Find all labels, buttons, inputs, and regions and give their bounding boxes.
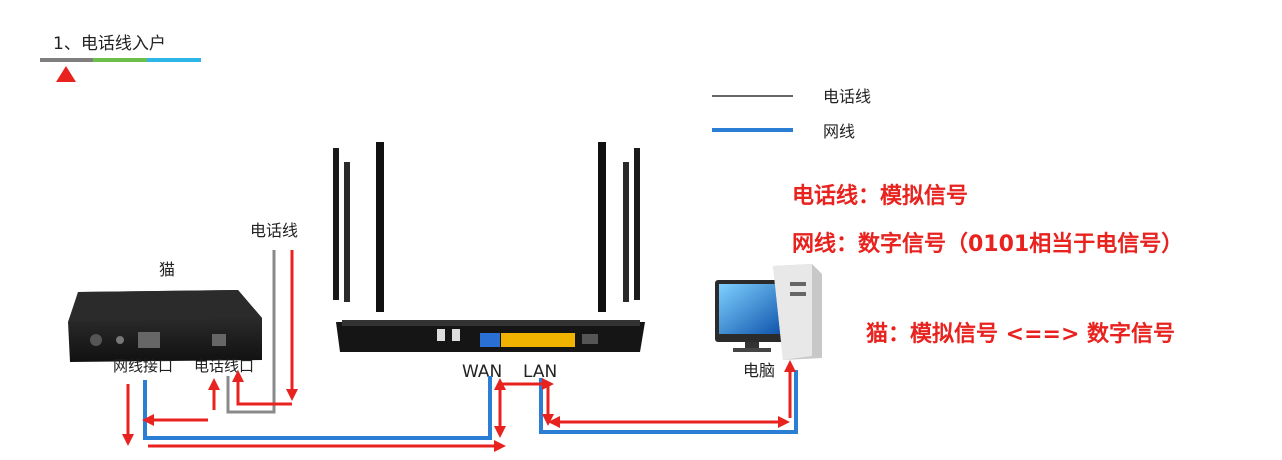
progress-bar	[40, 58, 201, 62]
legend-phone-label: 电话线	[823, 87, 871, 106]
note-modem-conversion: 猫：模拟信号 <==> 数字信号	[866, 321, 1175, 347]
progress-marker-icon	[56, 66, 76, 82]
note-phone-analog: 电话线：模拟信号	[792, 183, 968, 209]
modem-device	[68, 290, 262, 362]
phone-wire-label: 电话线	[250, 221, 298, 240]
legend: 电话线 网线	[712, 87, 871, 141]
pc-label: 电脑	[743, 361, 775, 380]
modem-phone-port-label: 电话线口	[194, 357, 254, 375]
modem-label: 猫	[159, 260, 175, 279]
phone-cable	[226, 250, 276, 414]
pc-device	[715, 264, 822, 360]
note-network-digital: 网线：数字信号（0101相当于电信号）	[792, 231, 1183, 257]
modem-net-port-label: 网线接口	[113, 357, 173, 375]
section-title: 1、电话线入户	[53, 34, 166, 54]
network-cable-modem-router	[143, 376, 492, 440]
network-cable-router-pc	[539, 370, 798, 434]
router-lan-label: LAN	[523, 362, 557, 382]
legend-network-label: 网线	[823, 122, 855, 141]
signal-arrows	[122, 250, 796, 452]
router-wan-label: WAN	[462, 362, 502, 382]
router-device	[333, 142, 645, 352]
